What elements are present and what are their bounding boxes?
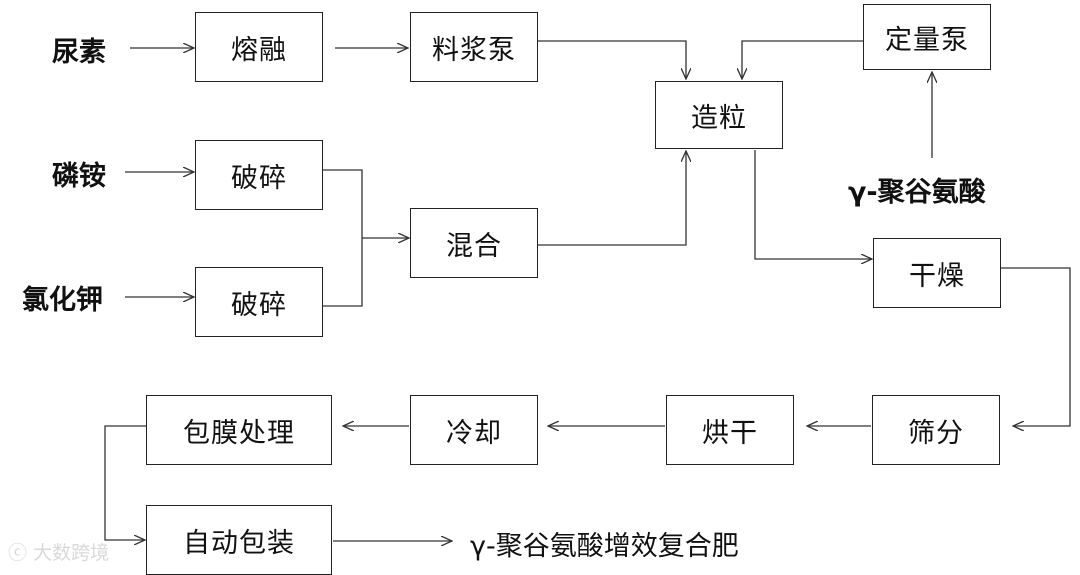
connector-crush1 [322, 169, 363, 307]
arrow-pump-granulate [538, 40, 686, 79]
step-metering-pump: 定量泵 [863, 4, 991, 70]
step-coat: 包膜处理 [146, 395, 332, 465]
watermark-text: 大数跨境 [33, 542, 110, 564]
output-product: γ-聚谷氨酸增效复合肥 [470, 531, 739, 562]
input-map: 磷铵 [52, 161, 106, 192]
step-mix: 混合 [410, 208, 538, 278]
step-screen: 筛分 [872, 395, 1000, 465]
arrow-metering-granulate [742, 40, 863, 79]
step-granulate: 造粒 [655, 81, 783, 149]
arrow-granulate-dry [754, 150, 872, 259]
input-kcl: 氯化钾 [22, 285, 103, 316]
arrow-dry-screen [1000, 267, 1071, 426]
step-dry: 干燥 [873, 238, 1001, 308]
step-bake: 烘干 [666, 395, 794, 465]
watermark: ⓒ 大数跨境 [8, 538, 109, 565]
step-slurry-pump: 料浆泵 [410, 12, 538, 82]
step-crush-1: 破碎 [195, 140, 323, 210]
step-crush-2: 破碎 [195, 267, 323, 337]
input-urea: 尿素 [52, 37, 106, 68]
step-pack: 自动包装 [146, 505, 332, 575]
arrow-coat-pack [104, 425, 146, 540]
step-cool: 冷却 [410, 395, 538, 465]
arrow-mix-granulate [538, 151, 686, 246]
step-melt: 熔融 [195, 12, 323, 82]
input-pga: γ-聚谷氨酸 [848, 177, 986, 208]
watermark-logo-icon: ⓒ [8, 542, 28, 564]
